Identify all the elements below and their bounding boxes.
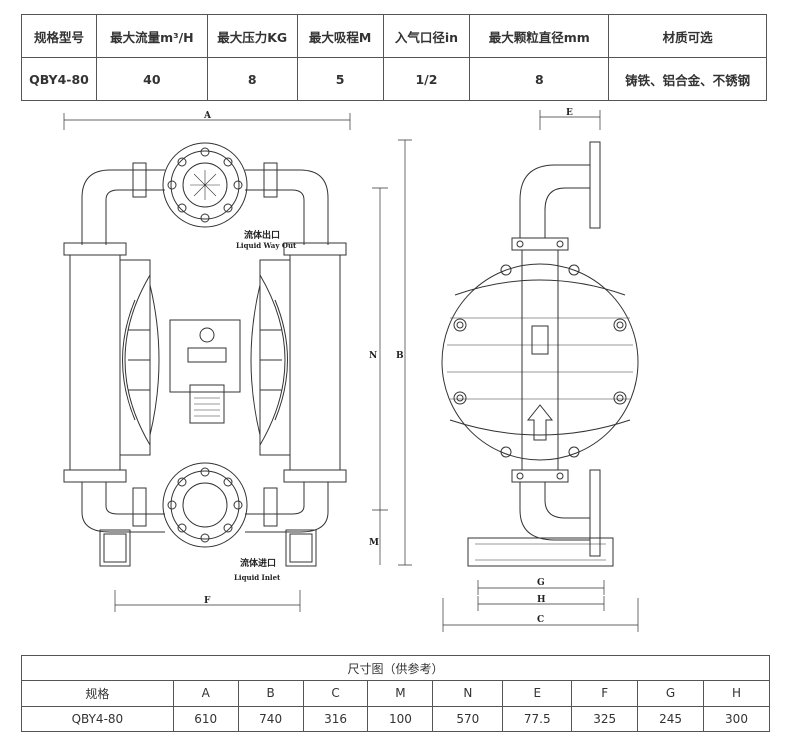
spec-cell-pressure: 8 — [206, 57, 298, 101]
spec-data-row: QBY4-80 40 8 5 1/2 8 铸铁、铝合金、不锈钢 — [21, 57, 767, 101]
front-view — [63, 142, 347, 567]
dimension-table: 尺寸图（供参考） 规格 A B C M N E F G H QBY4-80 61… — [21, 654, 770, 733]
label-inlet-cn: 流体进口 — [240, 557, 276, 569]
dim-header-f: F — [571, 680, 639, 707]
bottom-flange-bolts — [167, 467, 243, 543]
dim-label-h: H — [537, 595, 546, 605]
dim-cell-model: QBY4-80 — [21, 705, 174, 733]
dim-header-n: N — [432, 680, 504, 707]
spec-header-suction: 最大吸程M — [296, 14, 384, 58]
spec-header-particle: 最大颗粒直径mm — [469, 14, 610, 58]
spec-header-row: 规格型号 最大流量m³/H 最大压力KG 最大吸程M 入气口径in 最大颗粒直径… — [21, 14, 767, 58]
dim-label-b: B — [396, 351, 404, 361]
spec-header-material: 材质可选 — [608, 14, 767, 58]
dimension-header-row: 规格 A B C M N E F G H — [21, 680, 770, 707]
spec-cell-particle: 8 — [469, 57, 610, 101]
dim-cell-f: 325 — [571, 705, 639, 733]
spec-cell-flow: 40 — [95, 57, 208, 101]
dim-cell-c: 316 — [302, 705, 369, 733]
spec-header-pressure: 最大压力KG — [206, 14, 298, 58]
dim-header-h: H — [703, 680, 770, 707]
spec-cell-suction: 5 — [296, 57, 384, 101]
spec-header-air-inlet: 入气口径in — [382, 14, 471, 58]
dim-label-g: G — [537, 578, 545, 588]
dim-header-a: A — [172, 680, 239, 707]
label-outlet-en: Liquid Way Out — [236, 241, 297, 250]
top-flange-bolts — [167, 147, 243, 223]
spec-header-flow: 最大流量m³/H — [95, 14, 208, 58]
dim-cell-e: 77.5 — [502, 705, 573, 733]
dim-label-n: N — [369, 351, 377, 361]
dim-label-m: M — [369, 538, 379, 548]
dim-label-f: F — [204, 596, 211, 606]
label-outlet-cn: 流体出口 — [244, 229, 280, 241]
dim-cell-m: 100 — [367, 705, 434, 733]
spec-cell-material: 铸铁、铝合金、不锈钢 — [608, 57, 767, 101]
spec-table: 规格型号 最大流量m³/H 最大压力KG 最大吸程M 入气口径in 最大颗粒直径… — [21, 14, 767, 101]
dim-label-e: E — [566, 108, 573, 118]
front-dimensions — [63, 113, 412, 612]
spec-header-model: 规格型号 — [21, 14, 97, 58]
dim-cell-b: 740 — [237, 705, 304, 733]
dim-header-model: 规格 — [21, 680, 174, 707]
dimension-table-title: 尺寸图（供参考） — [21, 654, 770, 682]
dim-header-e: E — [502, 680, 573, 707]
dim-cell-a: 610 — [172, 705, 239, 733]
dim-label-c: C — [537, 615, 544, 625]
dim-cell-n: 570 — [432, 705, 504, 733]
dim-header-c: C — [302, 680, 369, 707]
dim-header-b: B — [237, 680, 304, 707]
spec-cell-air-inlet: 1/2 — [382, 57, 471, 101]
side-view — [441, 141, 639, 567]
dim-cell-h: 300 — [703, 705, 770, 733]
dim-header-g: G — [637, 680, 705, 707]
dimension-title-row: 尺寸图（供参考） — [21, 654, 770, 682]
dim-label-a: A — [203, 111, 212, 121]
pump-drawing: 流体出口 Liquid Way Out 流体进口 Liquid Inlet A … — [63, 108, 639, 632]
dimension-data-row: QBY4-80 610 740 316 100 570 77.5 325 245… — [21, 705, 770, 733]
spec-cell-model: QBY4-80 — [21, 57, 97, 101]
dim-cell-g: 245 — [637, 705, 705, 733]
dim-header-m: M — [367, 680, 434, 707]
side-dimensions — [442, 110, 639, 632]
label-inlet-en: Liquid Inlet — [234, 573, 281, 582]
